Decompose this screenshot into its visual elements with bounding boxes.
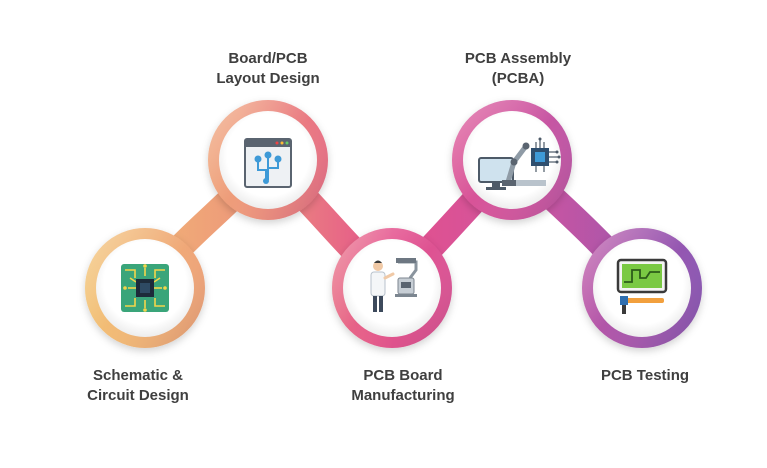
step-label-line: PCB Testing	[600, 367, 690, 384]
step-label-line: PCB Board	[363, 367, 443, 384]
step-label-line: Layout Design	[216, 70, 320, 87]
step-label-testing: PCB Testing	[601, 366, 689, 386]
robot-arm-computer-icon	[478, 137, 561, 190]
step-label-schematic: Schematic & Circuit Design	[87, 366, 189, 406]
layout-window-icon	[244, 138, 292, 188]
step-label-line: Manufacturing	[351, 387, 455, 404]
technician-machine-icon	[370, 258, 418, 312]
step-manufacturing	[332, 228, 452, 348]
step-label-line: PCB Assembly	[464, 50, 572, 67]
step-label-line: Board/PCB	[228, 50, 308, 67]
step-label-line: Circuit Design	[87, 387, 189, 404]
step-layout	[208, 100, 328, 220]
step-assembly	[452, 100, 572, 220]
step-label-line: Schematic &	[92, 367, 184, 384]
step-label-manufacturing: PCB Board Manufacturing	[351, 366, 454, 406]
circuit-chip-icon	[121, 264, 169, 312]
step-testing	[582, 228, 702, 348]
step-label-line: (PCBA)	[491, 70, 545, 87]
step-label-assembly: PCB Assembly (PCBA)	[465, 49, 571, 89]
oscilloscope-probe-icon	[616, 258, 668, 314]
step-label-layout: Board/PCB Layout Design	[216, 49, 319, 89]
step-schematic	[85, 228, 205, 348]
